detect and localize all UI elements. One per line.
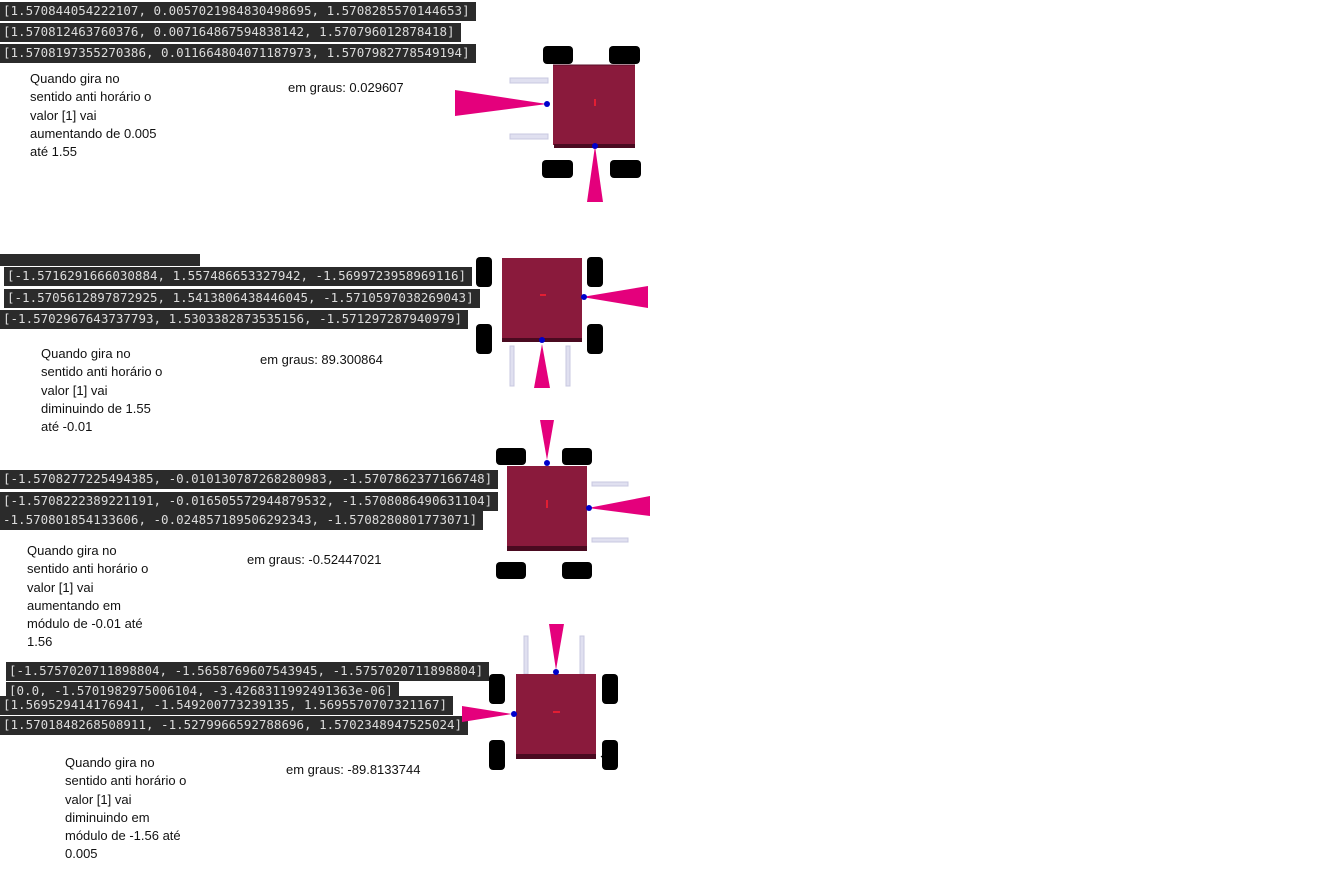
console-line: -1.570801854133606, -0.02485718950629234… [0,511,484,530]
robot-sim-view [496,420,650,579]
robot-sim-view [476,257,648,388]
wheel [496,448,526,465]
sensor-cone [462,706,512,722]
wheel [489,740,505,770]
console-line: [1.5708197355270386, 0.01166480407118797… [0,44,476,63]
wheel [542,160,573,178]
robot-sim-view: B [462,624,618,770]
joint [553,669,559,675]
ghost-wheel [509,77,549,84]
sensor-cone [582,286,648,308]
degrees-label: em graus: 0.029607 [288,80,404,95]
ghost-wheel [565,345,571,387]
sensor-cone [587,146,603,202]
wheel [602,740,618,770]
wheel [543,46,573,64]
console-line: [-1.5705612897872925, 1.5413806438446045… [4,289,480,308]
wheel [602,674,618,704]
joint [544,101,550,107]
joint [586,505,592,511]
wheel [562,448,592,465]
ghost-wheel [579,635,585,675]
ghost-wheel [523,635,529,675]
console-line: [-1.5716291666030884, 1.557486653327942,… [4,267,473,286]
console-line: [-1.5757020711898804, -1.565876960754394… [6,662,490,681]
joint [592,143,598,149]
joint [511,711,517,717]
wheel [587,257,603,287]
robot-body-shadow [516,754,596,759]
console-line: [-1.5708222389221191, -0.016505572944879… [0,492,499,511]
wheel [496,562,526,579]
joint [539,337,545,343]
joint [581,294,587,300]
robot-body [502,258,582,338]
rotation-note: Quando gira no sentido anti horário o va… [30,71,157,160]
robot-body [553,65,635,145]
degrees-label: em graus: -89.8133744 [286,762,421,777]
robot-body [516,674,596,754]
degrees-label: em graus: 89.300864 [260,352,383,367]
console-line: [1.569529414176941, -1.549200773239135, … [0,696,454,715]
wheel [476,324,492,354]
ghost-wheel [591,537,629,543]
console-line: [-1.5702967643737793, 1.5303382873535156… [0,310,469,329]
sensor-cone [588,496,650,516]
wheel [562,562,592,579]
rotation-note: Quando gira no sentido anti horário o va… [65,755,187,862]
wheel [489,674,505,704]
wheel [609,46,640,64]
joint [544,460,550,466]
ghost-wheel [591,481,629,487]
console-line: [-1.5708277225494385, -0.010130787268280… [0,470,499,489]
corner-label: B [609,758,616,770]
ghost-wheel [509,345,515,387]
sensor-cone [540,420,554,460]
sensor-cone [534,344,550,388]
rotation-note: Quando gira no sentido anti horário o va… [41,346,163,435]
console-line-clipped [0,254,200,266]
console-line: [1.570844054222107, 0.005702198483049869… [0,2,476,21]
ghost-wheel [509,133,549,140]
sensor-cone [549,624,564,670]
degrees-label: em graus: -0.52447021 [247,552,382,567]
robot-sim-view [455,46,641,202]
sensor-cone [455,90,547,116]
console-line: [1.5701848268508911, -1.5279966592788696… [0,716,469,735]
wheel [476,257,492,287]
wheel [610,160,641,178]
robot-body-shadow [507,546,587,551]
console-line: [1.570812463760376, 0.007164867594838142… [0,23,461,42]
wheel [587,324,603,354]
rotation-note: Quando gira no sentido anti horário o va… [27,543,149,650]
